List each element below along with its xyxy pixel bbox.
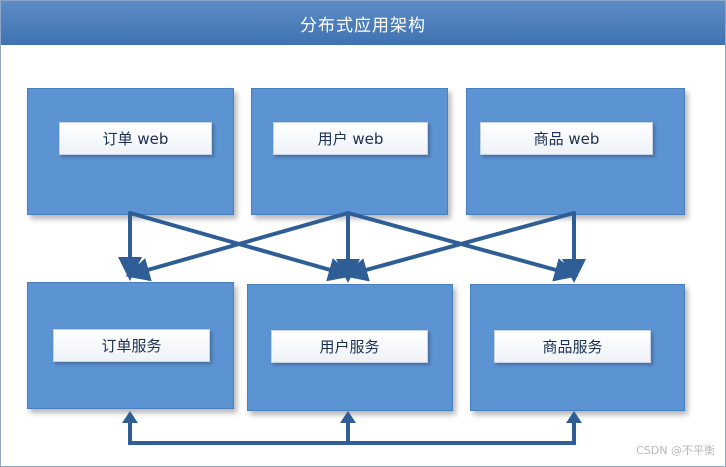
order-service-label: 订单服务 — [53, 329, 210, 362]
watermark: CSDN @不平衡 — [636, 444, 715, 457]
product-web-label: 商品 web — [480, 122, 653, 155]
product-web-box: 商品 web — [466, 88, 685, 215]
user-web-box: 用户 web — [251, 88, 448, 215]
bus-arrow-order — [122, 411, 138, 423]
edge-userweb-orderservice — [125, 211, 350, 282]
order-web-box: 订单 web — [27, 88, 234, 215]
product-service-box: 商品服务 — [470, 284, 685, 411]
user-service-label: 用户服务 — [271, 330, 428, 363]
bus-arrow-product — [566, 411, 582, 423]
order-service-box: 订单服务 — [27, 282, 234, 409]
diagram-title: 分布式应用架构 — [1, 1, 725, 45]
user-web-label: 用户 web — [273, 122, 428, 155]
user-service-box: 用户服务 — [247, 284, 453, 411]
order-web-label: 订单 web — [59, 122, 212, 155]
edge-service-bus — [128, 419, 576, 445]
bus-arrow-user — [340, 411, 356, 423]
product-service-label: 商品服务 — [494, 330, 651, 363]
edge-productweb-userservice — [343, 211, 576, 282]
